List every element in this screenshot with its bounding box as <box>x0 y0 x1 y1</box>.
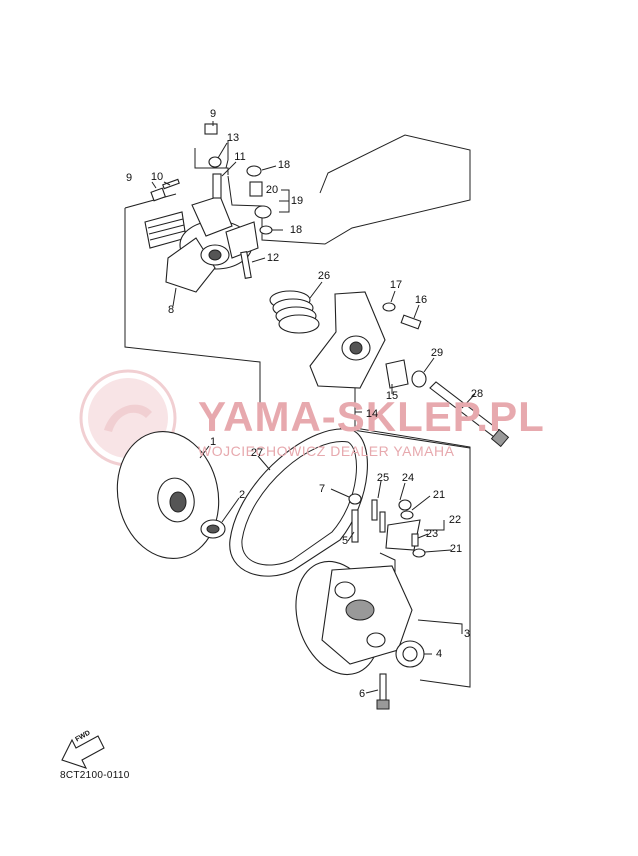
callout-4: 4 <box>435 648 443 660</box>
callout-1: 1 <box>209 436 217 448</box>
leader-lines <box>151 121 476 694</box>
callout-23: 23 <box>425 528 439 540</box>
nut-part-7 <box>348 493 362 505</box>
callout-2: 2 <box>238 489 246 501</box>
slider-part-9b <box>150 187 167 202</box>
callout-12: 12 <box>266 252 280 264</box>
nut-part-13 <box>208 156 222 168</box>
callout-21: 21 <box>432 489 446 501</box>
bushing-part-20b <box>254 205 272 219</box>
callout-8: 8 <box>167 304 175 316</box>
bolt-part-16 <box>400 314 422 330</box>
callout-5: 5 <box>341 535 349 547</box>
callout-16: 16 <box>414 294 428 306</box>
assembly-outline-lines <box>124 134 471 688</box>
bolt-part-12 <box>240 251 252 279</box>
callout-17: 17 <box>389 279 403 291</box>
callout-20: 20 <box>265 184 279 196</box>
pin-part-11 <box>212 173 222 199</box>
hub-hardware <box>150 123 273 279</box>
cap-hardware <box>382 302 510 448</box>
callout-26: 26 <box>317 270 331 282</box>
callout-9: 9 <box>209 108 217 120</box>
spring-part-26 <box>269 290 320 334</box>
callout-18-b: 18 <box>289 224 303 236</box>
secondary-hardware <box>348 493 426 558</box>
diagram-caption: 8CT2100-0110 <box>60 770 130 781</box>
bushing-part-2 <box>200 519 226 539</box>
bushing-part-15b <box>385 359 409 389</box>
pin-part-25b <box>379 511 386 533</box>
drive-belt-part-27 <box>229 428 368 577</box>
callout-11: 11 <box>234 151 246 163</box>
watermark-title: YAMA-SKLEP.PL <box>198 393 545 440</box>
pin-part-23 <box>411 533 419 547</box>
bearing-part-4 <box>395 640 425 668</box>
callout-28: 28 <box>470 388 484 400</box>
washer-part-18b <box>259 225 273 235</box>
callout-21-b: 21 <box>449 543 463 555</box>
bushing-part-24 <box>398 499 412 511</box>
washer-part-17 <box>382 302 396 312</box>
washer-part-29 <box>411 370 427 388</box>
sliding-sheave-part-1 <box>116 430 220 560</box>
callout-29: 29 <box>430 347 444 359</box>
callout-24: 24 <box>401 472 415 484</box>
callout-14: 14 <box>365 408 379 420</box>
washer-part-21a <box>400 510 414 520</box>
callout-27: 27 <box>250 447 264 459</box>
callout-7: 7 <box>318 483 326 495</box>
callout-9-b: 9 <box>125 172 133 184</box>
callout-3: 3 <box>463 628 471 640</box>
slider-part-9a <box>204 123 218 135</box>
primary-sheave-hub-part-8 <box>144 195 259 293</box>
callout-25: 25 <box>376 472 390 484</box>
washer-part-21b <box>412 548 426 558</box>
callout-19: 19 <box>290 195 304 207</box>
callout-13: 13 <box>226 132 240 144</box>
pin-part-25a <box>371 499 378 521</box>
callout-15: 15 <box>385 390 399 402</box>
bolt-part-6 <box>376 673 390 710</box>
callout-22: 22 <box>448 514 462 526</box>
callout-10: 10 <box>150 171 164 183</box>
shaft-part-5 <box>351 509 359 543</box>
secondary-sheave-part-3 <box>295 560 413 676</box>
pin-part-10 <box>162 178 180 190</box>
washer-part-18a <box>246 165 262 177</box>
bushing-part-20a <box>249 181 263 197</box>
cap-part-15 <box>309 291 386 389</box>
watermark-subtitle: WOJCIECHOWICZ DEALER YAMAHA <box>198 443 455 459</box>
fwd-arrow-icon <box>61 735 105 769</box>
callout-6: 6 <box>358 688 366 700</box>
callout-18: 18 <box>277 159 291 171</box>
